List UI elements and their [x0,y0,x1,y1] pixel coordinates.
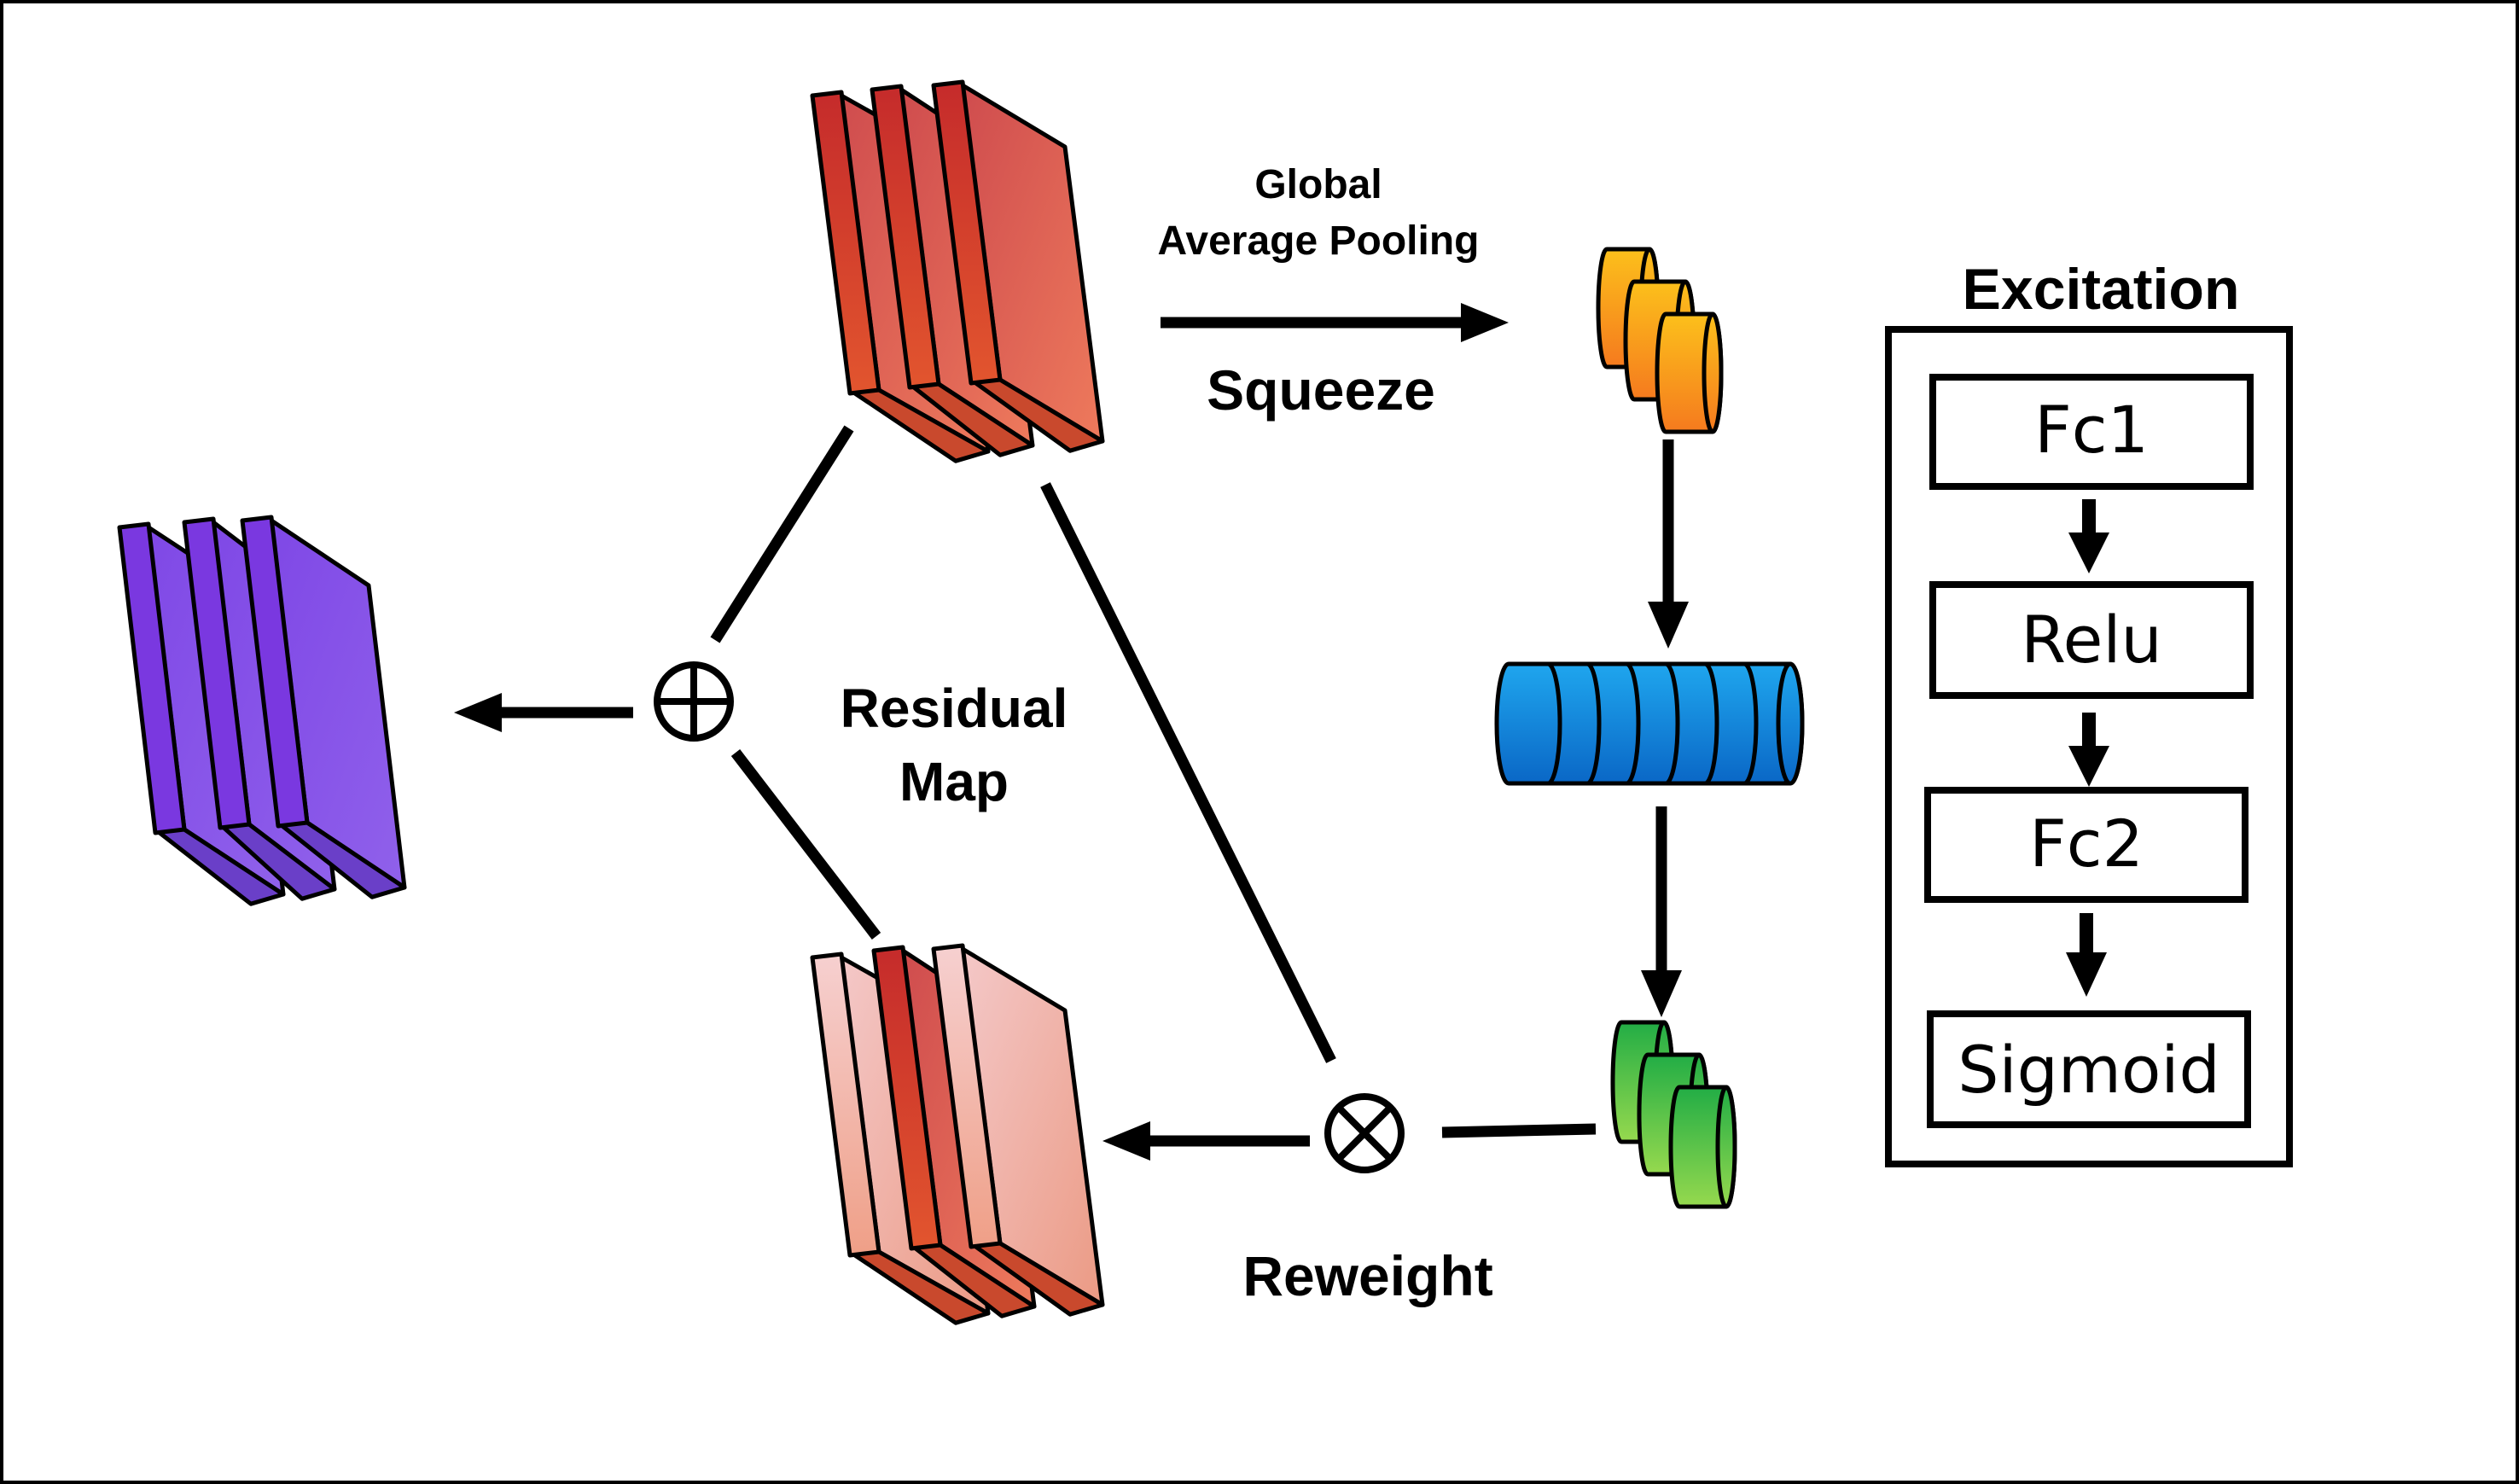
input-to-multiply-line [1040,482,1336,1063]
scale-vector [1610,1020,1737,1209]
residual-map-label-line2: Map [899,751,1009,812]
fc2-label: Fc2 [2029,806,2144,882]
output-slice-2-strip [182,516,252,830]
excitation-panel-arrows [2066,499,2109,997]
connectors [499,317,1674,1147]
scale-cylinder-cap-3 [1715,1085,1737,1209]
excitation-bar-segment-2 [1586,661,1602,786]
sigmoid-box [1927,1010,2251,1128]
input-slice-3-strip [931,79,1003,386]
squeeze-vector [1596,247,1724,434]
output-slice-1-strip [117,521,187,835]
reweight-label: Reweight [1242,1244,1492,1307]
excitation-title: Excitation [1963,257,2240,322]
sigmoid-label: Sigmoid [1958,1032,2220,1108]
output-slice-3-strip [240,515,310,829]
excitation-panel: Fc1 Relu Fc2 Sigmoid [1885,326,2293,1167]
reweighted-slice-1-strip [810,952,881,1258]
add-operator [654,661,734,742]
gap-label-line2: Average Pooling [1158,218,1480,264]
excitation-bar-cap [1776,661,1805,786]
squeeze-cylinder-cap-3 [1702,311,1724,434]
output-arrow-head [454,693,502,732]
scale-to-multiply-line [1441,1123,1597,1138]
multiply-operator [1324,1093,1405,1173]
reweighted-slice-2-strip [871,945,943,1251]
residual-map-label-line1: Residual [841,678,1068,739]
excitation-vector [1494,661,1805,786]
excitation-bar-segment-1 [1547,661,1562,786]
reweighted-feature-map [810,943,1105,1325]
down-arrow-1-head [1648,602,1689,649]
gap-label-line1: Global [1254,162,1382,207]
input-slice-1-strip [810,90,881,396]
fc1-label: Fc1 [2034,392,2149,468]
reweighted-slice-3-strip [931,943,1003,1249]
input-slice-2-strip [870,84,941,390]
excitation-bar-segment-6 [1743,661,1759,786]
relu-box [1929,581,2254,699]
output-feature-map [117,515,407,906]
arrow-heads [454,303,1689,1161]
squeeze-arrow-head [1461,303,1509,342]
relu-label: Relu [2021,602,2161,678]
excitation-bar-segment-5 [1704,661,1719,786]
fc2-box [1924,787,2248,903]
down-arrow-2-head [1641,970,1682,1017]
fc1-box [1929,374,2254,490]
squeeze-label: Squeeze [1207,358,1435,422]
reweighted-arrow-head [1102,1121,1150,1161]
input-feature-map [810,79,1105,463]
input-to-add-line [710,425,854,643]
excitation-bar-segment-3 [1626,661,1641,786]
excitation-bar-segment-4 [1665,661,1680,786]
reweighted-to-add-line [730,749,881,940]
